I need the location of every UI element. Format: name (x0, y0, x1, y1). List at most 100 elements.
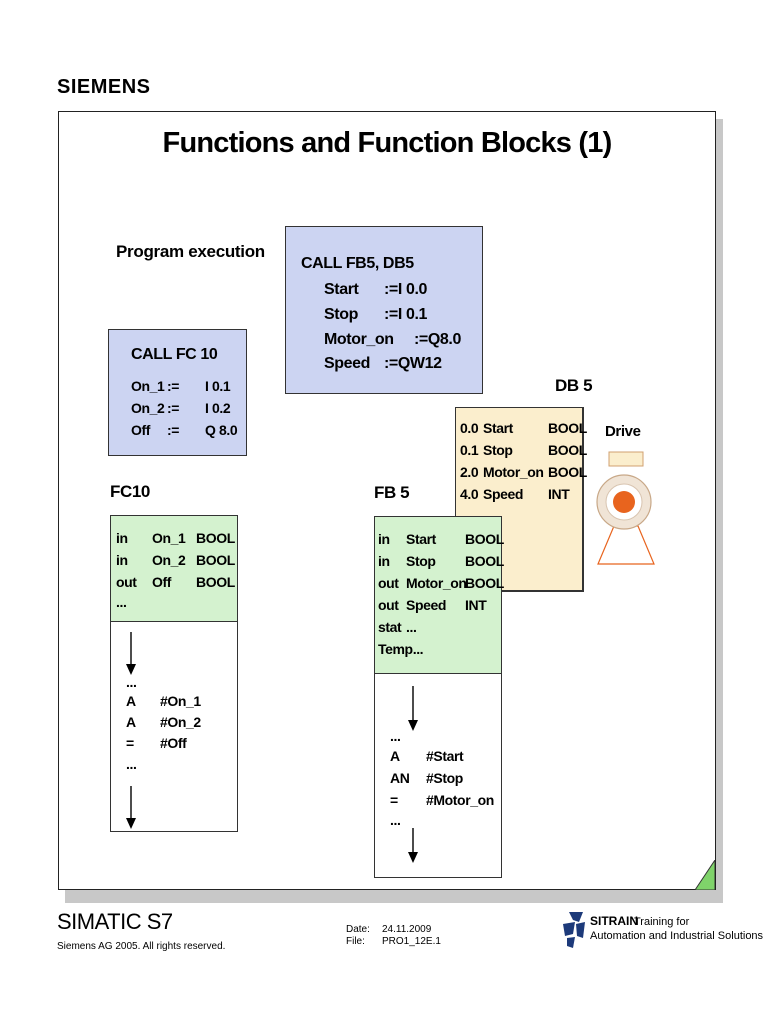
fc-code-arg: #Off (160, 735, 187, 751)
fc-code-op: ... (126, 756, 137, 772)
fc-decl-type: BOOL (196, 574, 235, 590)
call-fc-param-value: I 0.1 (205, 378, 231, 394)
fb-decl-name: Stop (406, 553, 436, 569)
fb-code-op: = (390, 792, 398, 808)
fc-declaration-box: in On_1 BOOL in On_2 BOOL out Off BOOL .… (110, 515, 238, 622)
fb-decl-kind: in (378, 553, 390, 569)
fb-code-op: ... (390, 728, 401, 744)
fb-decl-name: Speed (406, 597, 447, 613)
call-fc-param-name: Off (131, 422, 151, 438)
fc-decl-name: On_1 (152, 530, 186, 546)
fc-code-arg: #On_2 (160, 714, 201, 730)
fc-decl-kind: in (116, 530, 128, 546)
corner-triangle-icon (695, 860, 715, 890)
sitrain-name: SITRAIN (590, 914, 638, 928)
db-type: BOOL (548, 464, 587, 480)
siemens-logo: SIEMENS (57, 76, 151, 98)
fc-code-arg: #On_1 (160, 693, 201, 709)
footer-copyright: Siemens AG 2005. All rights reserved. (57, 941, 226, 952)
fc-label: FC10 (110, 482, 150, 501)
db-name: Speed (483, 486, 524, 502)
fb-decl-kind: Temp... (378, 641, 424, 657)
fb-decl-type: INT (465, 597, 487, 613)
fb-decl-kind: out (378, 597, 399, 613)
arrow-down-icon (126, 786, 136, 829)
arrow-down-icon (408, 686, 418, 731)
program-execution-label: Program execution (116, 242, 265, 261)
fc-code-op: = (126, 735, 134, 751)
fc-decl-kind: ... (116, 594, 127, 610)
call-fb-param-name: Speed (324, 355, 371, 372)
fb-decl-name: Start (406, 531, 436, 547)
fc-decl-kind: in (116, 552, 128, 568)
fb-decl-kind: stat (378, 619, 402, 635)
fb-code-op: A (390, 748, 400, 764)
db-type: BOOL (548, 442, 587, 458)
slide-title: Functions and Function Blocks (1) (162, 127, 613, 159)
call-fc-param-name: On_1 (131, 378, 165, 394)
sitrain-tagline-2: Automation and Industrial Solutions (590, 930, 764, 942)
footer-product: SIMATIC S7 (57, 909, 173, 934)
call-fb-param-name: Stop (324, 306, 358, 323)
footer-date: 24.11.2009 (382, 924, 432, 935)
fc-decl-type: BOOL (196, 530, 235, 546)
fb-label: FB 5 (374, 483, 410, 502)
fc-decl-name: On_2 (152, 552, 186, 568)
fb-code-arg: #Start (426, 748, 464, 764)
fb-code-op: ... (390, 812, 401, 828)
footer-file: PRO1_12E.1 (382, 936, 441, 947)
arrow-down-icon (408, 828, 418, 863)
fb-code-op: AN (390, 770, 410, 786)
fc-decl-type: BOOL (196, 552, 235, 568)
db-type: BOOL (548, 420, 587, 436)
fc-decl-kind: out (116, 574, 137, 590)
call-fb-param-value: :=Q8.0 (414, 331, 461, 348)
motor-drive-icon (596, 451, 655, 565)
fb-decl-kind: out (378, 575, 399, 591)
fb-code-arg: #Stop (426, 770, 463, 786)
db-addr: 2.0 (460, 464, 479, 480)
call-fc-param-op: := (167, 422, 180, 438)
db-name: Motor_on (483, 464, 544, 480)
fc-code-op: A (126, 693, 136, 709)
call-fc-param-name: On_2 (131, 400, 165, 416)
drive-label: Drive (605, 423, 641, 440)
call-fc-param-value: I 0.2 (205, 400, 231, 416)
footer-date-label: Date: (346, 924, 370, 935)
db-addr: 0.1 (460, 442, 479, 458)
fb-decl-name: ... (406, 619, 417, 635)
fc-code-op: A (126, 714, 136, 730)
fb-decl-kind: in (378, 531, 390, 547)
db-name: Stop (483, 442, 513, 458)
fb-code-box: ... A #Start AN #Stop = #Motor_on ... (374, 673, 502, 878)
fb-decl-type: BOOL (465, 575, 504, 591)
sitrain-tagline-1: Training for (634, 916, 690, 928)
call-fc-param-value: Q 8.0 (205, 422, 238, 438)
arrow-down-icon (126, 632, 136, 675)
call-fb-box: CALL FB5, DB5 Start :=I 0.0 Stop :=I 0.1… (285, 226, 483, 394)
call-fb-param-value: :=I 0.1 (384, 306, 428, 323)
db-name: Start (483, 420, 513, 436)
fb-decl-type: BOOL (465, 553, 504, 569)
call-fb-line: CALL FB5, DB5 (301, 255, 414, 272)
fc-code-op: ... (126, 674, 137, 690)
call-fc-line: CALL FC 10 (131, 346, 218, 363)
footer-file-label: File: (346, 936, 365, 947)
db-label: DB 5 (555, 376, 593, 395)
call-fc-param-op: := (167, 400, 180, 416)
fb-declaration-box: in Start BOOL in Stop BOOL out Motor_on … (374, 516, 504, 674)
db-addr: 0.0 (460, 420, 479, 436)
call-fb-param-value: :=I 0.0 (384, 281, 428, 298)
db-addr: 4.0 (460, 486, 479, 502)
fb-decl-type: BOOL (465, 531, 504, 547)
call-fc-box: CALL FC 10 On_1 := I 0.1 On_2 := I 0.2 O… (108, 329, 247, 456)
sitrain-logo-icon (563, 912, 585, 948)
call-fb-param-value: :=QW12 (384, 355, 442, 372)
call-fb-param-name: Start (324, 281, 359, 298)
call-fc-param-op: := (167, 378, 180, 394)
call-fb-param-name: Motor_on (324, 331, 394, 348)
fb-decl-name: Motor_on (406, 575, 467, 591)
fb-code-arg: #Motor_on (426, 792, 494, 808)
fc-code-box: ... A #On_1 A #On_2 = #Off ... (110, 621, 238, 832)
db-box: 0.0 Start BOOL 0.1 Stop BOOL 2.0 Motor_o… (455, 407, 587, 592)
